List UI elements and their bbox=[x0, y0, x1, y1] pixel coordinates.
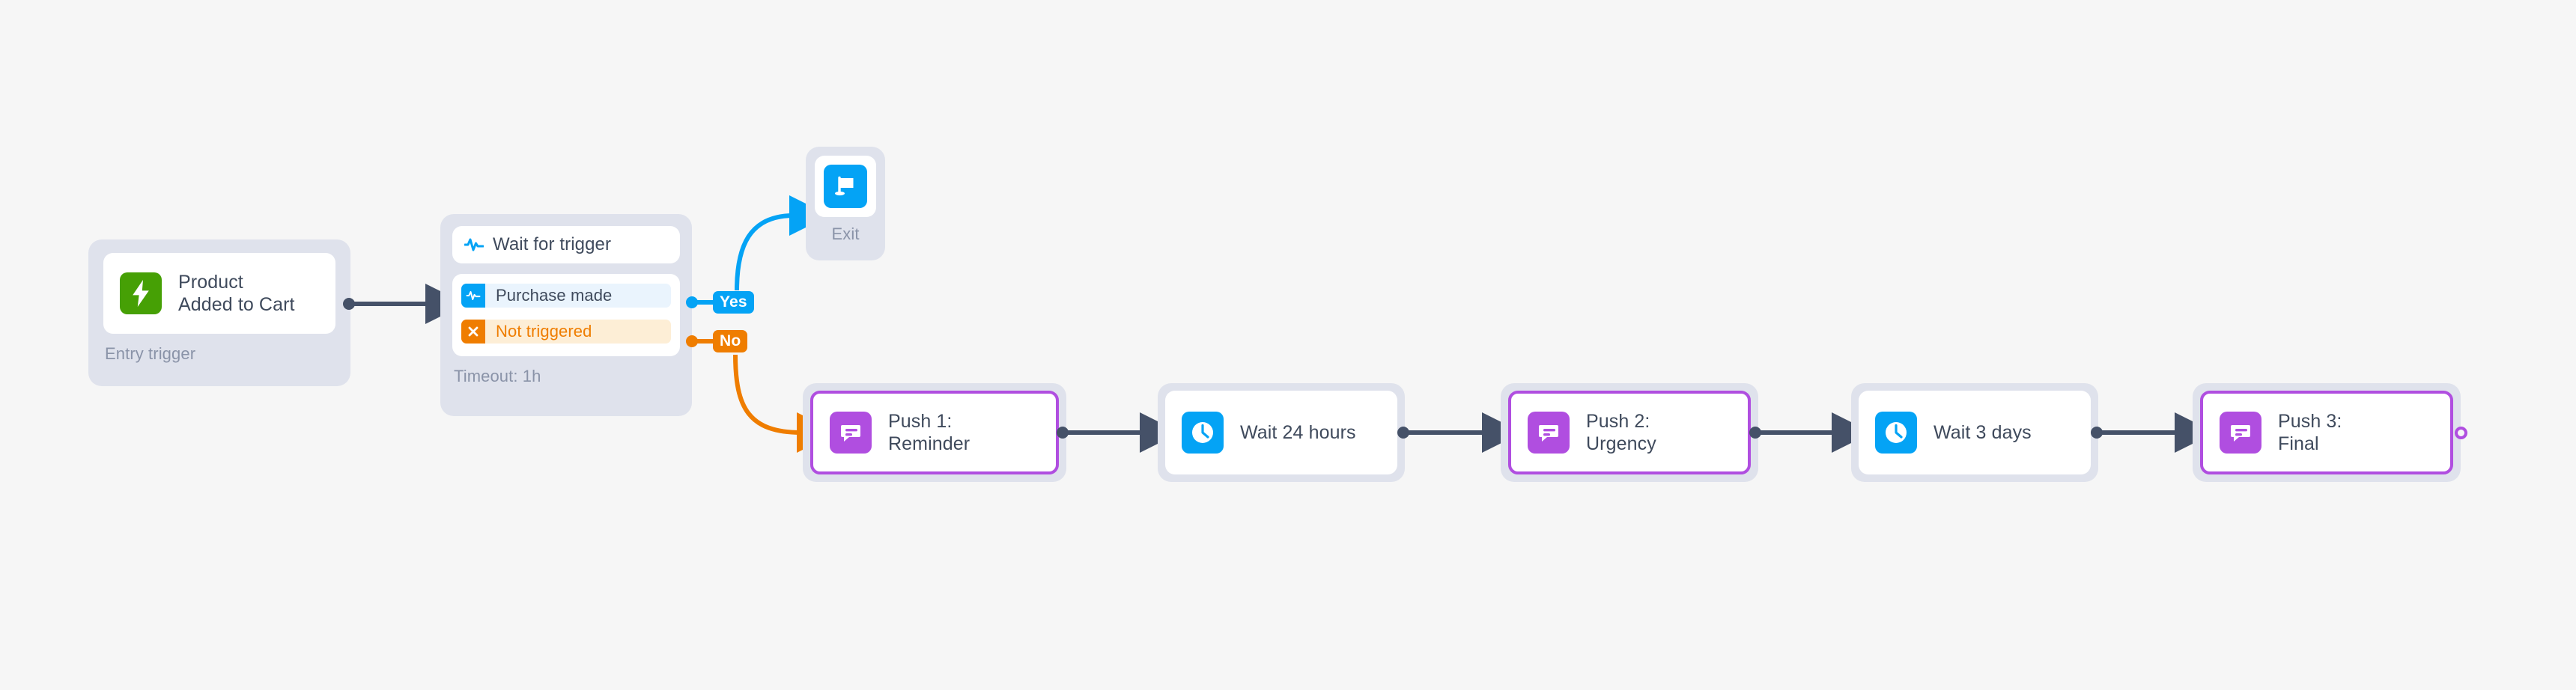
wait-3-days-output-port[interactable] bbox=[2091, 427, 2103, 439]
push-3-output-port[interactable] bbox=[2455, 427, 2467, 439]
node-push-1[interactable]: Push 1: Reminder bbox=[803, 383, 1066, 482]
push-2-label: Push 2: Urgency bbox=[1586, 411, 1656, 454]
push-2-card[interactable]: Push 2: Urgency bbox=[1508, 391, 1751, 474]
activity-pulse-icon bbox=[464, 237, 484, 252]
node-wait-24-hours[interactable]: Wait 24 hours bbox=[1158, 383, 1405, 482]
lightning-bolt-icon bbox=[120, 272, 162, 314]
clock-icon bbox=[1182, 412, 1224, 454]
edge-no-to-push1 bbox=[733, 354, 837, 453]
push-1-output-port[interactable] bbox=[1057, 427, 1069, 439]
branch-purchase-made[interactable]: Purchase made bbox=[461, 284, 671, 308]
wait-24-hours-output-port[interactable] bbox=[1397, 427, 1409, 439]
wait-24-hours-card[interactable]: Wait 24 hours bbox=[1165, 391, 1397, 474]
wait-3-days-card[interactable]: Wait 3 days bbox=[1859, 391, 2091, 474]
close-x-icon bbox=[461, 320, 485, 344]
exit-caption: Exit bbox=[831, 225, 860, 243]
badge-yes[interactable]: Yes bbox=[713, 291, 754, 314]
branch-not-triggered-label: Not triggered bbox=[496, 322, 592, 341]
node-wait-3-days[interactable]: Wait 3 days bbox=[1851, 383, 2098, 482]
branch-not-triggered[interactable]: Not triggered bbox=[461, 320, 671, 344]
wait-24-hours-label: Wait 24 hours bbox=[1240, 422, 1356, 443]
push-message-icon bbox=[1528, 412, 1570, 454]
node-push-2[interactable]: Push 2: Urgency bbox=[1501, 383, 1758, 482]
push-message-icon bbox=[830, 412, 872, 454]
push-message-icon bbox=[2220, 412, 2261, 454]
entry-trigger-label: Product Added to Cart bbox=[178, 272, 295, 315]
node-entry-trigger[interactable]: Product Added to Cart Entry trigger bbox=[88, 239, 350, 386]
wait-for-trigger-branches: Purchase made Not triggered bbox=[452, 274, 680, 356]
exit-card[interactable] bbox=[815, 156, 876, 217]
push-2-output-port[interactable] bbox=[1749, 427, 1761, 439]
branch-purchase-made-output-port[interactable] bbox=[686, 296, 698, 308]
push-1-label: Push 1: Reminder bbox=[888, 411, 970, 454]
push-3-label: Push 3: Final bbox=[2278, 411, 2342, 454]
entry-trigger-caption: Entry trigger bbox=[105, 344, 196, 363]
wait-for-trigger-caption: Timeout: 1h bbox=[454, 367, 541, 385]
edge-yes-to-exit bbox=[735, 195, 830, 291]
push-3-card[interactable]: Push 3: Final bbox=[2200, 391, 2453, 474]
node-push-3[interactable]: Push 3: Final bbox=[2193, 383, 2461, 482]
flag-icon bbox=[824, 165, 867, 208]
wait-for-trigger-header-label: Wait for trigger bbox=[493, 234, 612, 254]
node-exit[interactable]: Exit bbox=[806, 147, 885, 260]
node-wait-for-trigger[interactable]: Wait for trigger Purchase made Not trig bbox=[440, 214, 692, 416]
push-1-card[interactable]: Push 1: Reminder bbox=[810, 391, 1059, 474]
wait-3-days-label: Wait 3 days bbox=[1933, 422, 2032, 443]
entry-trigger-card[interactable]: Product Added to Cart bbox=[103, 253, 335, 334]
branch-purchase-made-label: Purchase made bbox=[496, 286, 613, 305]
wait-for-trigger-header[interactable]: Wait for trigger bbox=[452, 226, 680, 263]
badge-no[interactable]: No bbox=[713, 330, 748, 352]
activity-pulse-icon bbox=[461, 284, 485, 308]
entry-trigger-output-port[interactable] bbox=[343, 298, 355, 310]
branch-not-triggered-output-port[interactable] bbox=[686, 335, 698, 347]
clock-icon bbox=[1875, 412, 1917, 454]
